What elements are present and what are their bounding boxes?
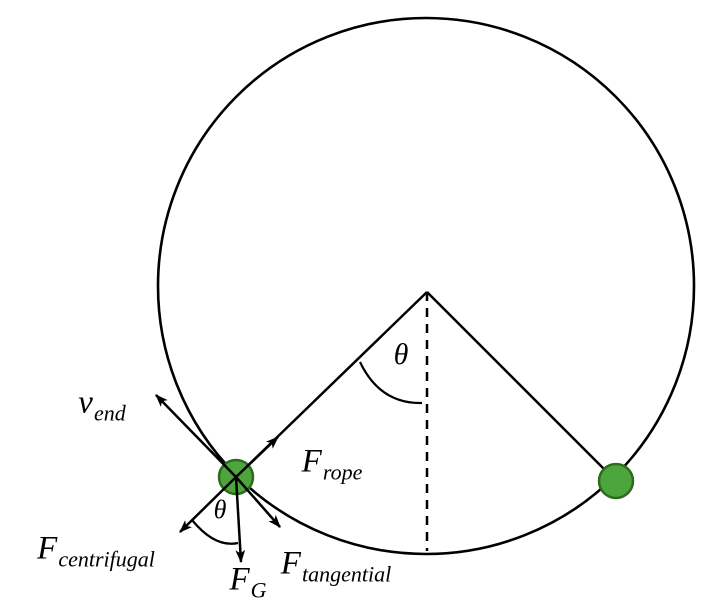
trajectory-circle bbox=[156, 16, 696, 556]
ball-right bbox=[599, 464, 633, 498]
f-g-label-main: F bbox=[229, 561, 250, 598]
theta-center-label: θ bbox=[393, 338, 409, 371]
f-centrifugal-arrow bbox=[179, 476, 237, 533]
theta-arc-ball bbox=[191, 519, 239, 545]
f-centrifugal-label: Fcentrifugal bbox=[37, 530, 155, 570]
f-tangential-label-main: F bbox=[280, 545, 301, 582]
v-end-label-main: v bbox=[78, 384, 93, 421]
f-g-label: FG bbox=[229, 561, 267, 600]
ball-right-outline bbox=[597, 462, 635, 500]
f-centrifugal-label-sub: centrifugal bbox=[58, 546, 155, 572]
f-centrifugal-label-main: F bbox=[37, 530, 58, 567]
f-tangential-arrow bbox=[235, 476, 281, 528]
f-rope-arrow bbox=[235, 436, 279, 478]
f-rope-label-main: F bbox=[301, 443, 322, 480]
f-g-label-sub: G bbox=[250, 577, 267, 600]
rope-line-right bbox=[426, 291, 617, 482]
f-tangential-label-sub: tangential bbox=[301, 561, 392, 587]
theta-ball-label: θ bbox=[213, 495, 227, 524]
v-end-arrow bbox=[155, 394, 237, 478]
f-rope-label-sub: rope bbox=[322, 459, 363, 485]
f-rope-label: Frope bbox=[301, 443, 363, 483]
f-tangential-label: Ftangential bbox=[280, 545, 391, 585]
v-end-label-sub: end bbox=[93, 400, 126, 426]
theta-arc-center bbox=[359, 361, 423, 405]
f-g-arrow bbox=[234, 476, 246, 564]
v-end-label: vend bbox=[78, 384, 125, 424]
